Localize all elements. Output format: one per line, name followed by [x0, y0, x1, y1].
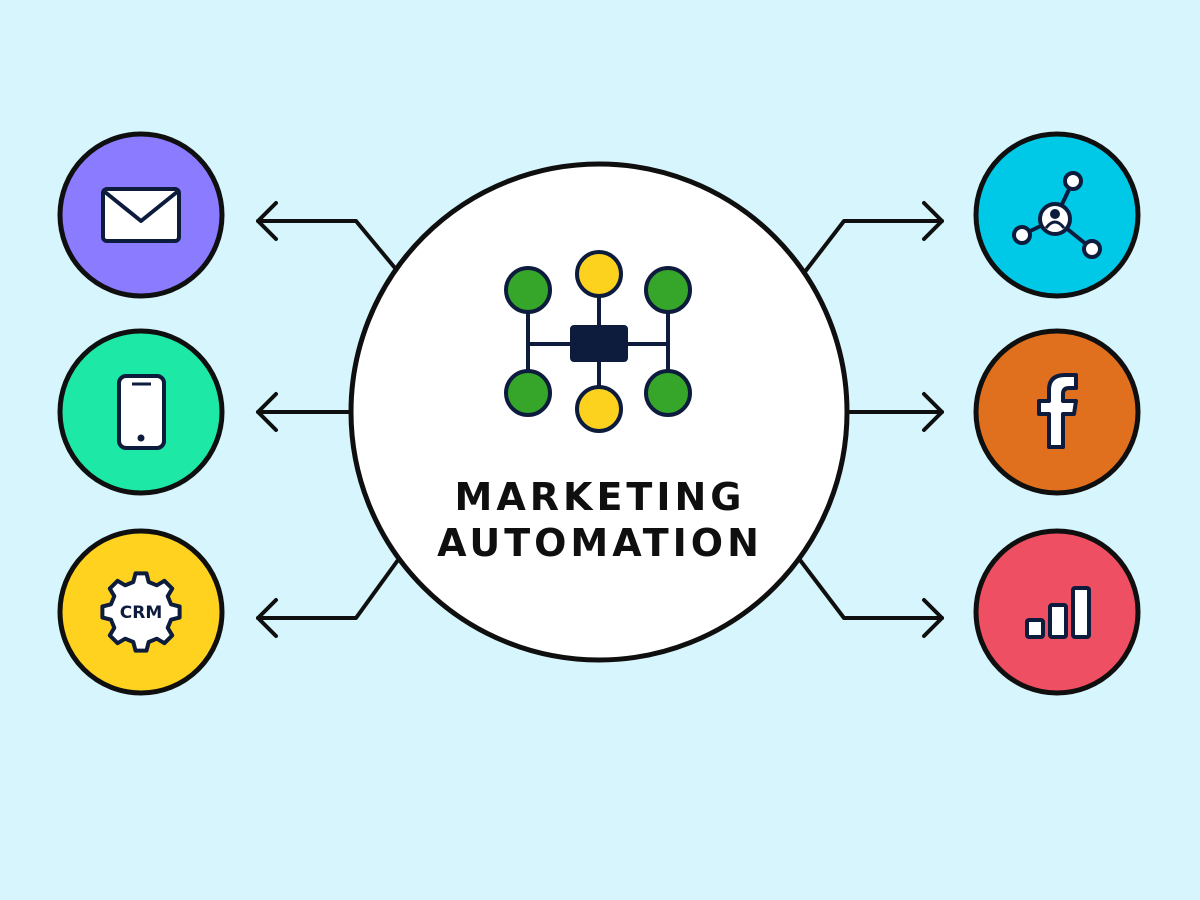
- envelope-icon: [101, 187, 181, 243]
- arrowhead-crm: [256, 598, 278, 638]
- connector-analytics: [798, 558, 944, 620]
- smartphone-icon: [117, 374, 166, 450]
- arrowhead-email: [256, 201, 278, 241]
- connector-crm: [256, 558, 400, 620]
- arrowhead-facebook: [922, 392, 944, 432]
- facebook-icon: [1037, 373, 1078, 449]
- connector-social-network: [802, 219, 944, 275]
- channel-mobile: [57, 328, 225, 496]
- title-line-1: MARKETING: [455, 475, 746, 519]
- channel-email: [57, 131, 225, 299]
- channel-analytics: [973, 528, 1141, 696]
- network-icon: [1012, 171, 1102, 259]
- bar-chart-icon: [1025, 586, 1091, 639]
- arrowhead-mobile: [256, 392, 278, 432]
- title-line-2: AUTOMATION: [437, 521, 763, 565]
- channel-crm: CRM: [57, 528, 225, 696]
- automation-network-icon: [504, 250, 692, 433]
- crm-gear-icon: CRM: [100, 571, 182, 653]
- arrowhead-analytics: [922, 598, 944, 638]
- channel-social-network: [973, 131, 1141, 299]
- channel-facebook: [973, 328, 1141, 496]
- crm-label: CRM: [120, 603, 162, 623]
- arrowhead-social-network: [922, 201, 944, 241]
- connector-email: [256, 219, 397, 270]
